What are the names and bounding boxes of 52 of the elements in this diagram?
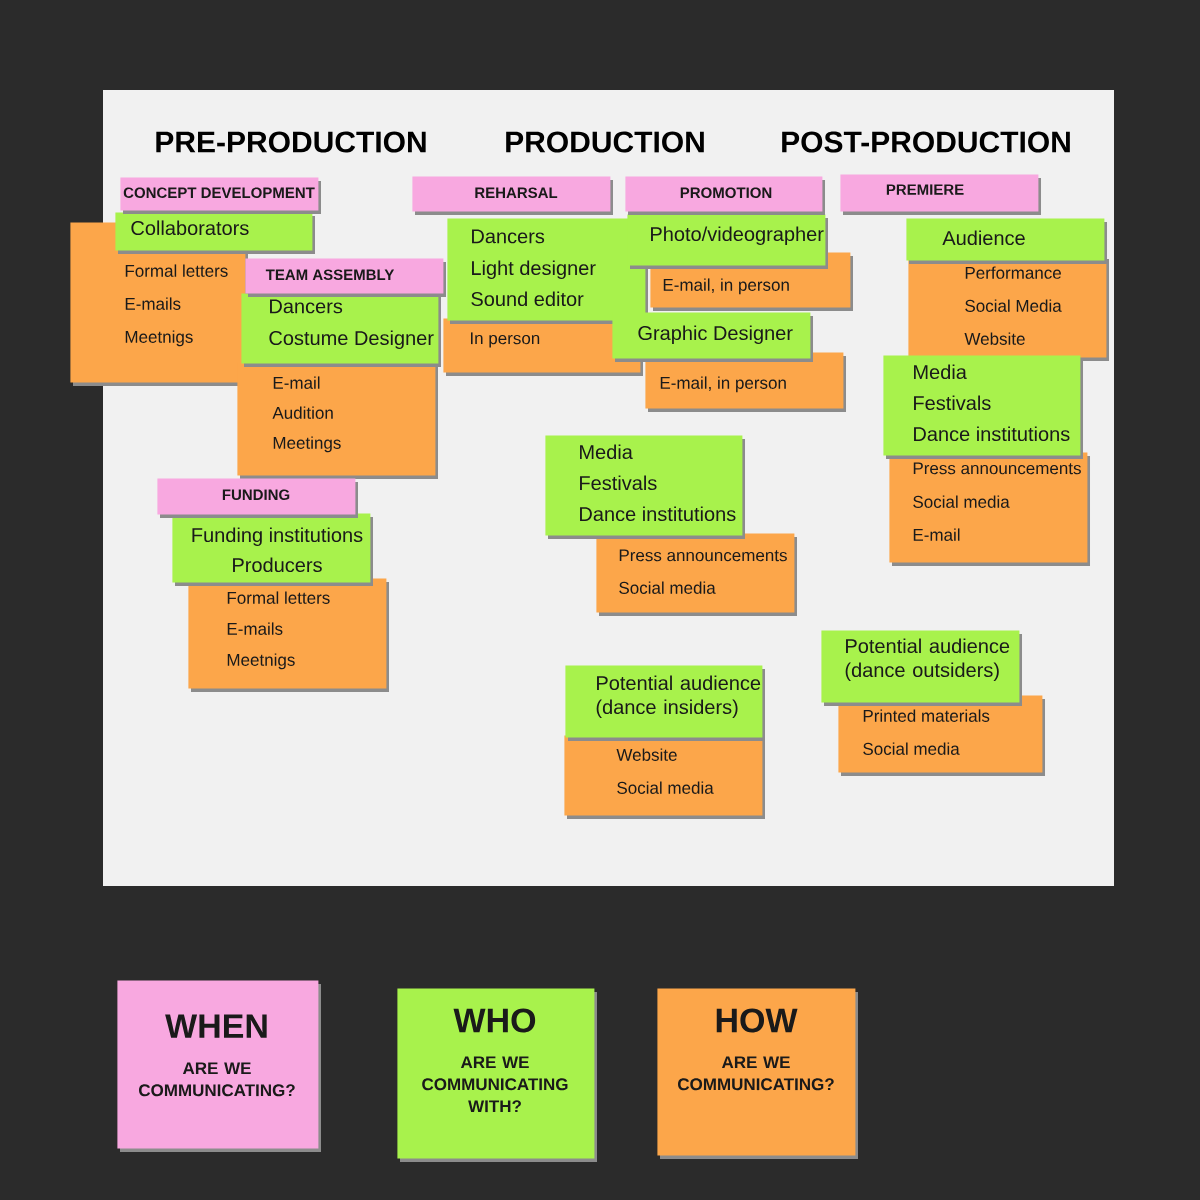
note-text: Social media: [863, 742, 960, 755]
sticky-note: [397, 988, 597, 1162]
note-text: Printed materials: [863, 709, 990, 722]
note-heading: PREMIERE: [886, 184, 964, 195]
note-text: Social Media: [965, 299, 1062, 312]
note-text: Producers: [233, 557, 322, 573]
note-title: WHEN: [165, 1014, 267, 1038]
note-text: Sound editor: [471, 291, 584, 307]
note-text: Formal letters: [125, 264, 228, 277]
note-text: Social media: [617, 781, 714, 794]
sticky-note: [172, 513, 373, 586]
sticky-note: [447, 218, 648, 324]
heading: POST-PRODUCTION: [782, 131, 1070, 153]
sticky-note: [838, 695, 1045, 776]
sticky-note: [657, 988, 858, 1159]
note-text: Website: [616, 748, 677, 761]
note-text: Media: [914, 364, 967, 380]
sticky-note: [906, 218, 1107, 264]
sticky-note: [627, 214, 828, 269]
note-text: Audience: [942, 230, 1025, 246]
sticky-note: [612, 312, 813, 362]
note-text: Photo/videographer: [651, 226, 824, 246]
sticky-note: [117, 980, 321, 1152]
sticky-note: [245, 258, 446, 297]
note-heading: TEAM ASSEMBLY: [265, 269, 395, 281]
note-title: WHO: [453, 1008, 536, 1033]
sticky-note: [115, 212, 315, 254]
note-title: HOW: [716, 1008, 798, 1033]
note-text: Collaborators: [131, 220, 249, 236]
note-text: Meetnigs: [125, 330, 193, 347]
note-text: Website: [964, 332, 1025, 345]
note-text: Festivals: [914, 395, 991, 411]
sticky-note: [840, 174, 1041, 215]
note-text: E-mail, in person: [663, 278, 789, 295]
note-subtitle: ARE WE COMMUNICATING?: [139, 1062, 295, 1097]
note-text: Performance: [965, 266, 1061, 279]
note-text: E-mail: [273, 376, 320, 389]
note-text: Light designer: [472, 260, 596, 280]
note-text: Meetings: [273, 436, 341, 453]
note-text: Audition: [272, 406, 333, 419]
note-text: E-mails: [125, 297, 181, 310]
note-text: Funding institutions: [192, 527, 363, 547]
heading: PRODUCTION: [506, 131, 704, 153]
heading: PRE-PRODUCTION: [156, 131, 426, 153]
sticky-note: [883, 355, 1083, 459]
note-text: Dance institutions: [914, 426, 1070, 442]
note-text: Graphic Designer: [638, 325, 793, 345]
note-subtitle: ARE WE COMMUNICATING?: [678, 1056, 834, 1091]
note-subtitle: ARE WE COMMUNICATING WITH?: [422, 1056, 568, 1113]
note-text: In person: [470, 332, 540, 348]
sticky-note: [564, 735, 765, 819]
note-text: Dancers: [472, 229, 545, 244]
